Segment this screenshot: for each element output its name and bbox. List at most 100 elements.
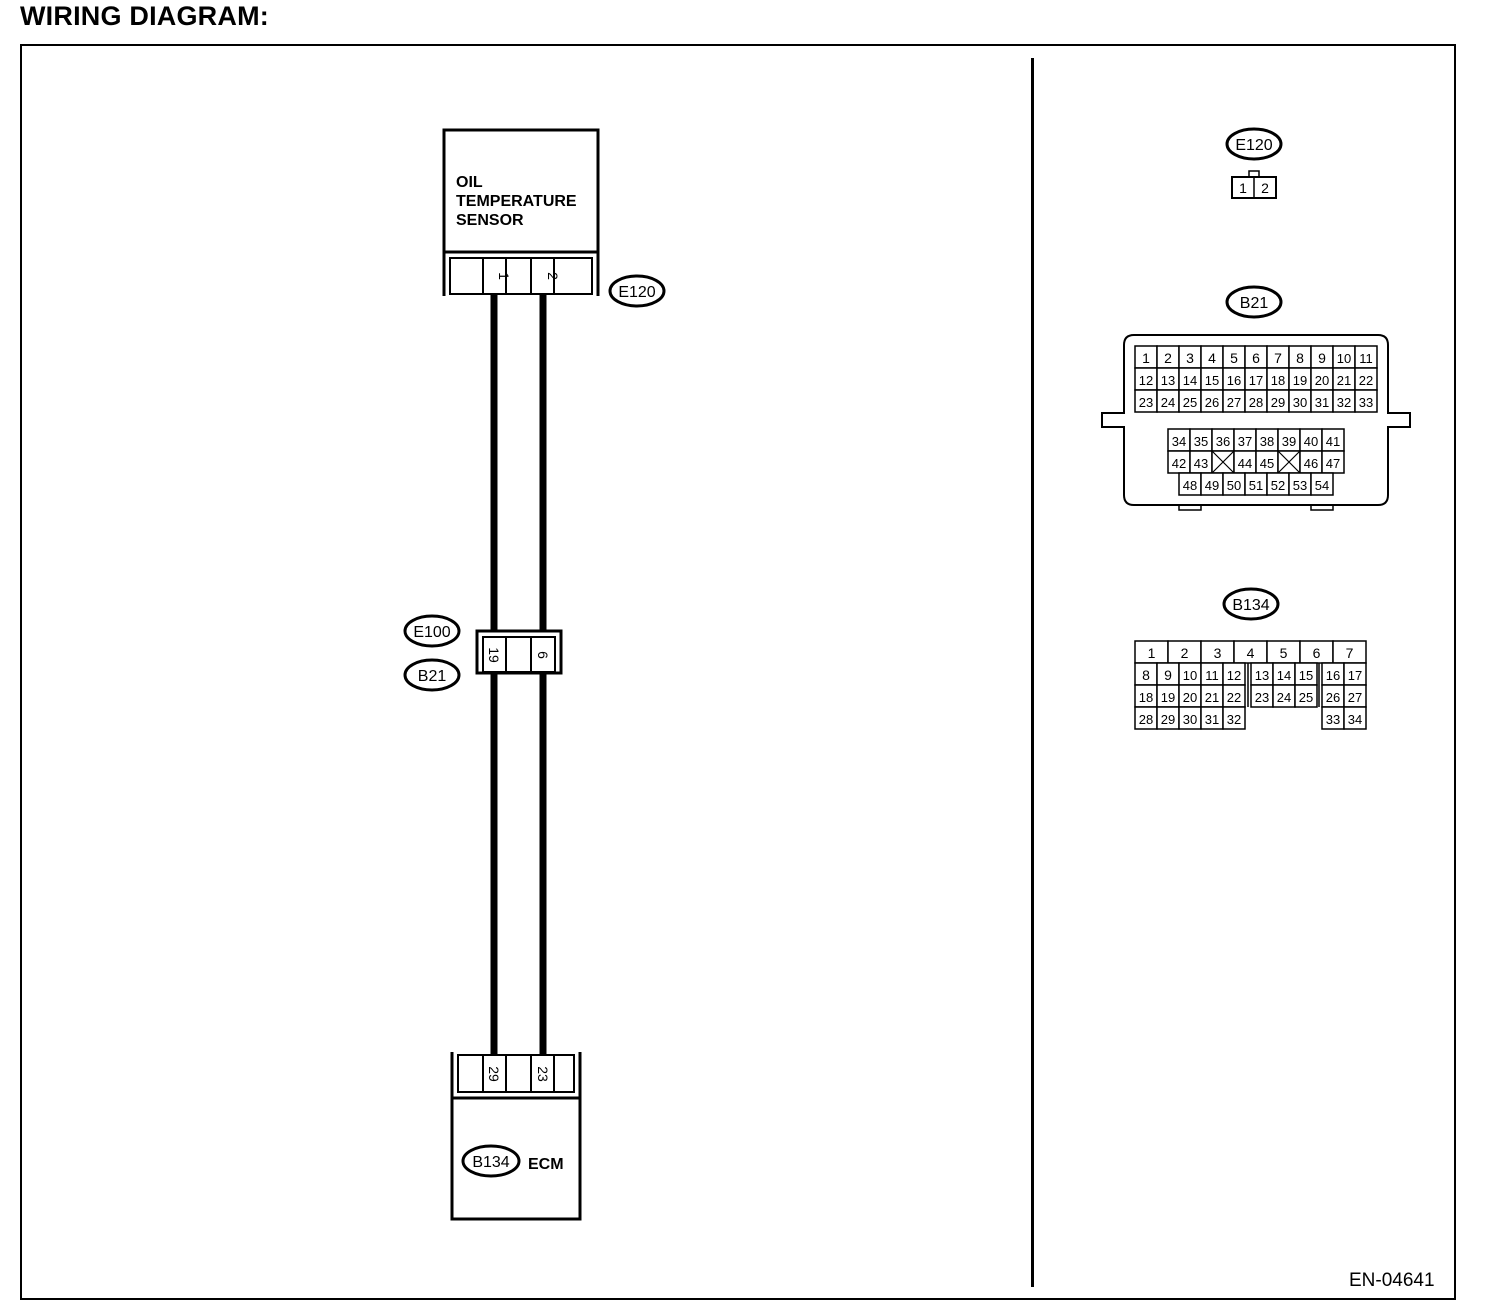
pin-number: 3 — [1186, 350, 1194, 366]
b21-pin-13: 13 — [1156, 367, 1180, 391]
b21-pin-34: 34 — [1167, 428, 1191, 452]
pin-number: 15 — [1205, 373, 1219, 388]
b134-pin-1: 1 — [1134, 640, 1169, 664]
pin-number: 9 — [1318, 350, 1326, 366]
b21-pin-29: 29 — [1266, 389, 1290, 413]
b21-pin-47: 47 — [1321, 450, 1345, 474]
b21-pin-19: 19 — [1288, 367, 1312, 391]
b134-pin-24: 24 — [1272, 684, 1296, 708]
pin-number: 54 — [1315, 478, 1329, 493]
b21-pin-11: 11 — [1354, 345, 1378, 369]
b134-pin-16: 16 — [1321, 662, 1345, 686]
b134-pin-28: 28 — [1134, 706, 1158, 730]
pin-number: 3 — [1214, 645, 1222, 661]
b21-pin-46: 46 — [1299, 450, 1323, 474]
b21-pin-44: 44 — [1233, 450, 1257, 474]
pin-number: 19 — [1161, 690, 1175, 705]
pin-number: 38 — [1260, 434, 1274, 449]
document-code: EN-04641 — [1349, 1270, 1435, 1291]
b21-pin-6: 6 — [1244, 345, 1268, 369]
e120-view-id: E120 — [1235, 137, 1272, 154]
joint-pin-19: 19 — [486, 647, 502, 663]
pin-number: 7 — [1346, 645, 1354, 661]
pin-number: 37 — [1238, 434, 1252, 449]
pin-number: 6 — [1252, 350, 1260, 366]
b134-pin-31: 31 — [1200, 706, 1224, 730]
b134-pin-8: 8 — [1134, 662, 1158, 686]
ecm-pin-23: 23 — [535, 1066, 551, 1082]
page-title: WIRING DIAGRAM: — [20, 1, 269, 31]
b21-pin-54: 54 — [1310, 472, 1334, 496]
pin-number: 49 — [1205, 478, 1219, 493]
pin-number: 28 — [1139, 712, 1153, 727]
sensor-pin-1: 1 — [496, 272, 512, 280]
pin-number: 28 — [1249, 395, 1263, 410]
pin-number: 4 — [1247, 645, 1255, 661]
pin-number: 9 — [1164, 667, 1172, 683]
pin-number: 4 — [1208, 350, 1216, 366]
pin-number: 24 — [1161, 395, 1175, 410]
e120-view-pin-2: 2 — [1261, 180, 1269, 196]
pin-number: 51 — [1249, 478, 1263, 493]
pin-number: 2 — [1164, 350, 1172, 366]
b21-pin-4: 4 — [1200, 345, 1224, 369]
sensor-label-line-3: SENSOR — [456, 212, 524, 229]
pin-number: 41 — [1326, 434, 1340, 449]
pin-number: 30 — [1293, 395, 1307, 410]
b21-pin-36: 36 — [1211, 428, 1235, 452]
pin-number: 20 — [1183, 690, 1197, 705]
b134-pin-7: 7 — [1332, 640, 1367, 664]
pin-number: 32 — [1227, 712, 1241, 727]
pin-number: 26 — [1326, 690, 1340, 705]
pin-number: 2 — [1181, 645, 1189, 661]
b21-pin-28: 28 — [1244, 389, 1268, 413]
sensor-label-line-1: OIL — [456, 174, 483, 191]
pin-number: 13 — [1161, 373, 1175, 388]
diagram-frame — [20, 44, 1456, 1300]
b134-pin-5: 5 — [1266, 640, 1301, 664]
b134-pin-11: 11 — [1200, 662, 1224, 686]
pin-number: 31 — [1205, 712, 1219, 727]
b134-pin-29: 29 — [1156, 706, 1180, 730]
pin-number: 1 — [1148, 645, 1156, 661]
pin-number: 11 — [1205, 668, 1219, 683]
pin-number: 44 — [1238, 456, 1252, 471]
b21-pin-40: 40 — [1299, 428, 1323, 452]
b134-pin-3: 3 — [1200, 640, 1235, 664]
b134-pin-30: 30 — [1178, 706, 1202, 730]
pin-number: 19 — [1293, 373, 1307, 388]
b21-pin-49: 49 — [1200, 472, 1224, 496]
pin-number: 36 — [1216, 434, 1230, 449]
b21-pin-37: 37 — [1233, 428, 1257, 452]
b21-pin-35: 35 — [1189, 428, 1213, 452]
joint-connector-id-b21: B21 — [418, 668, 447, 685]
b21-pin-7: 7 — [1266, 345, 1290, 369]
pin-number: 21 — [1337, 373, 1351, 388]
b134-pin-27: 27 — [1343, 684, 1367, 708]
b134-pin-32: 32 — [1222, 706, 1246, 730]
pin-number: 33 — [1326, 712, 1340, 727]
b21-pin-21: 21 — [1332, 367, 1356, 391]
pin-number: 22 — [1227, 690, 1241, 705]
b21-pin-22: 22 — [1354, 367, 1378, 391]
b21-pin-27: 27 — [1222, 389, 1246, 413]
b21-pin-1: 1 — [1134, 345, 1158, 369]
b21-pin-33: 33 — [1354, 389, 1378, 413]
b134-pin-2: 2 — [1167, 640, 1202, 664]
b134-pin-26: 26 — [1321, 684, 1345, 708]
pin-number: 42 — [1172, 456, 1186, 471]
pin-number: 17 — [1249, 373, 1263, 388]
b134-pin-6: 6 — [1299, 640, 1334, 664]
b21-pin-24: 24 — [1156, 389, 1180, 413]
b21-pin-blank — [1211, 450, 1235, 474]
b134-pin-13: 13 — [1250, 662, 1274, 686]
sensor-connector-tag: E120 — [608, 274, 666, 308]
b21-pin-50: 50 — [1222, 472, 1246, 496]
b21-pin-17: 17 — [1244, 367, 1268, 391]
panel-divider — [1031, 58, 1034, 1287]
pin-number: 13 — [1255, 668, 1269, 683]
pin-number: 1 — [1142, 350, 1150, 366]
pin-number: 7 — [1274, 350, 1282, 366]
b21-pin-3: 3 — [1178, 345, 1202, 369]
